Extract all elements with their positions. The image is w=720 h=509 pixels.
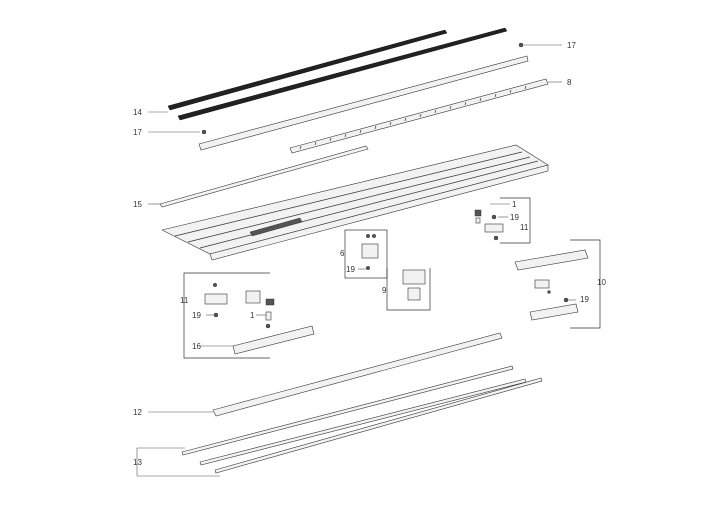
callout-12: 12 — [133, 408, 142, 417]
callout-8: 8 — [567, 78, 572, 87]
main-guide-rail — [161, 144, 549, 261]
guide-strip — [198, 55, 529, 151]
part-17-screw-left — [201, 129, 207, 135]
part-11-assembly-right — [474, 197, 531, 244]
callout-13: 13 — [133, 458, 142, 467]
callout-11-right: 11 — [520, 223, 529, 232]
part-8-scale-strip — [289, 78, 549, 154]
part-9-assembly — [386, 268, 431, 311]
callout-19-center: 19 — [346, 265, 355, 274]
callout-15: 15 — [133, 200, 142, 209]
part-10-assembly — [514, 239, 601, 329]
callout-14: 14 — [133, 108, 142, 117]
part-12-long-strip — [212, 332, 503, 417]
callout-9: 9 — [382, 286, 387, 295]
callout-19-right: 19 — [510, 213, 519, 222]
part-15-splinter-strip — [159, 145, 369, 208]
callout-10: 10 — [597, 278, 606, 287]
part-13-rods — [181, 365, 543, 474]
callout-11-left: 11 — [180, 296, 189, 305]
callout-1-left: 1 — [250, 311, 255, 320]
part-14-rubber-strips — [167, 27, 508, 121]
callout-16: 16 — [192, 342, 201, 351]
callout-17-top: 17 — [567, 41, 576, 50]
callout-19-far-right: 19 — [580, 295, 589, 304]
part-6-assembly — [344, 229, 388, 279]
callout-19-left: 19 — [192, 311, 201, 320]
callout-17-left: 17 — [133, 128, 142, 137]
part-11-assembly-left — [183, 272, 315, 359]
callout-1-right: 1 — [512, 200, 517, 209]
callout-6: 6 — [340, 249, 345, 258]
leader-lines — [136, 44, 576, 477]
